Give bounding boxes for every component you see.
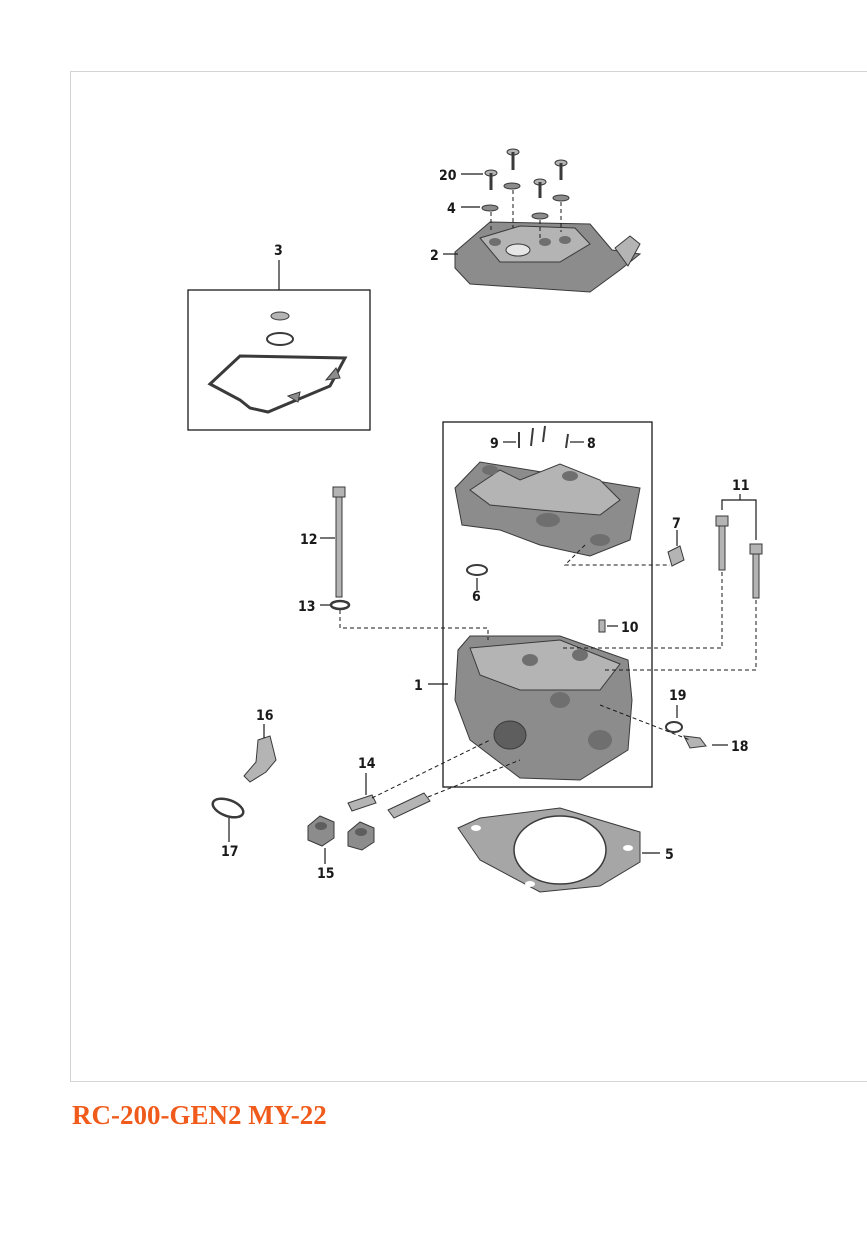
callout-19: 19 — [669, 688, 687, 704]
callout-2: 2 — [430, 248, 439, 264]
callout-13: 13 — [298, 599, 316, 615]
diagram-frame — [70, 71, 867, 1082]
cylinder-head — [428, 635, 633, 781]
callout-10: 10 — [621, 620, 639, 636]
head-bolt-long — [320, 486, 489, 640]
temperature-sender-16 — [211, 724, 277, 842]
head-gasket — [457, 807, 660, 893]
gasket-kit-box — [187, 260, 371, 431]
callout-8: 8 — [587, 436, 596, 452]
callout-17: 17 — [221, 844, 239, 860]
callout-5: 5 — [665, 847, 674, 863]
cap-nuts — [307, 815, 375, 864]
dowel-pins — [347, 739, 521, 819]
callout-9: 9 — [490, 436, 499, 452]
callout-1: 1 — [414, 678, 423, 694]
callout-15: 15 — [317, 866, 335, 882]
callout-11: 11 — [732, 478, 750, 494]
callout-3: 3 — [274, 243, 283, 259]
callout-6: 6 — [472, 589, 481, 605]
callout-4: 4 — [447, 201, 456, 217]
head-bolts-pair — [560, 494, 763, 671]
camshaft-carrier-box — [442, 421, 685, 788]
temperature-sensor-18 — [599, 704, 728, 749]
callout-18: 18 — [731, 739, 749, 755]
callout-12: 12 — [300, 532, 318, 548]
model-title: RC-200-GEN2 MY-22 — [72, 1100, 327, 1130]
callout-7: 7 — [672, 516, 681, 532]
callout-20: 20 — [439, 168, 457, 184]
callout-16: 16 — [256, 708, 274, 724]
callout-14: 14 — [358, 756, 376, 772]
valve-cover-assembly — [443, 148, 642, 293]
